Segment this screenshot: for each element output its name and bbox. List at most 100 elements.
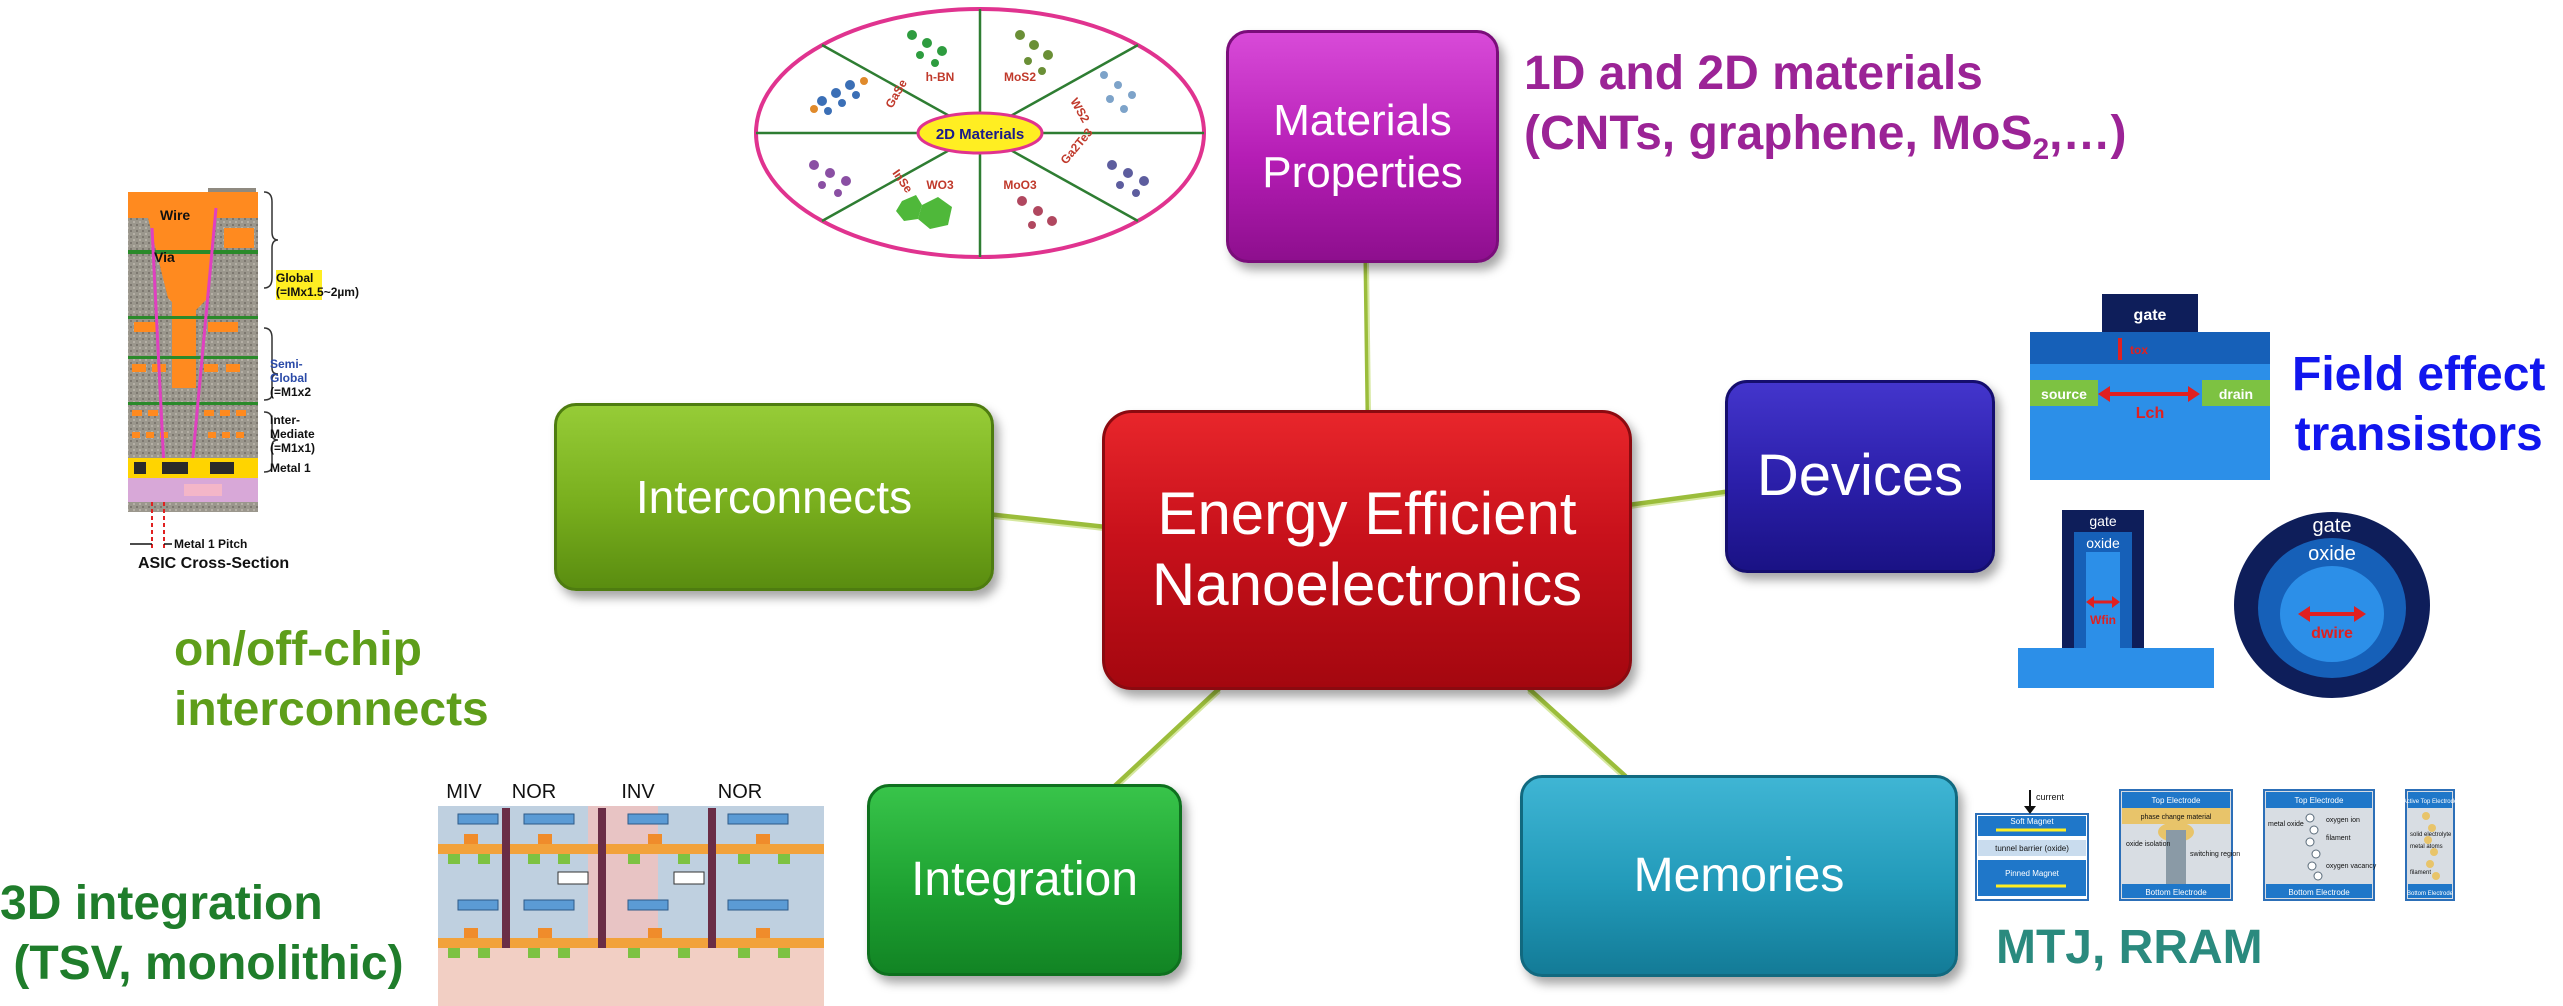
node-devices: Devices bbox=[1725, 380, 1995, 573]
node-interconnects: Interconnects bbox=[554, 403, 994, 591]
mtj-current-label: current bbox=[2036, 792, 2065, 802]
gaa-gate-label: gate bbox=[2313, 515, 2352, 537]
oxram-filament-label: filament bbox=[2326, 835, 2351, 842]
asic-level-global-line2: (=IMx1.5~2µm) bbox=[276, 285, 359, 299]
node-materials-line1: Materials bbox=[1273, 95, 1452, 145]
asic-cross-section-illustration: Wire Via Global (=IMx1.5~2µm) Semi- Glob… bbox=[128, 188, 359, 572]
asic-level-intermediate-line3: (=M1x1) bbox=[270, 441, 315, 455]
asic-level-semiglobal-line3: (=M1x2 bbox=[270, 385, 311, 399]
caption-memories: MTJ, RRAM bbox=[1996, 918, 2263, 978]
wheel-center-label: 2D Materials bbox=[936, 126, 1024, 143]
fet-planar-lch-label: Lch bbox=[2136, 405, 2164, 422]
cbram-bottom-label: Bottom Electrode bbox=[2407, 891, 2454, 897]
node-integration: Integration bbox=[867, 784, 1182, 976]
node-devices-label: Devices bbox=[1756, 443, 1964, 509]
asic-caption: ASIC Cross-Section bbox=[138, 555, 289, 572]
gaa-nanowire-illustration: gate oxide dwire bbox=[2234, 512, 2430, 698]
finfet-wfin-label: Wfin bbox=[2090, 613, 2116, 627]
wheel-segment-hbn: h-BN bbox=[926, 70, 955, 84]
node-materials-line2: Properties bbox=[1262, 147, 1463, 197]
pcm-material-label: phase change material bbox=[2141, 814, 2212, 821]
asic-label-wire: Wire bbox=[160, 207, 190, 223]
3d-integration-illustration: MIV NOR INV NOR bbox=[438, 781, 824, 1006]
connector-devices bbox=[1627, 489, 1729, 508]
mtj-barrier-label: tunnel barrier (oxide) bbox=[1995, 844, 2069, 853]
connector-memories bbox=[1527, 687, 1628, 779]
3d-label-inv: INV bbox=[621, 781, 655, 803]
cbram-atoms-label: metal atoms bbox=[2410, 844, 2443, 850]
node-interconnects-label: Interconnects bbox=[635, 470, 913, 523]
caption-materials-line2: (CNTs, graphene, MoS2,…) bbox=[1524, 107, 2127, 166]
pcm-region-label: switching region bbox=[2190, 851, 2240, 858]
caption-fet-line1: Field effect bbox=[2292, 348, 2546, 401]
planar-fet-illustration: gate source drain tox Lch bbox=[2030, 294, 2270, 480]
fet-planar-source-label: source bbox=[2041, 386, 2087, 402]
center-node-line2: Nanoelectronics bbox=[1151, 551, 1583, 618]
fet-planar-tox-label: tox bbox=[2130, 343, 2148, 357]
mtj-free-label: Soft Magnet bbox=[2010, 817, 2054, 826]
node-materials-properties: Materials Properties bbox=[1226, 30, 1499, 263]
mtj-pinned-label: Pinned Magnet bbox=[2005, 869, 2060, 878]
caption-memories-label: MTJ, RRAM bbox=[1996, 921, 2263, 974]
3d-label-nor-right: NOR bbox=[718, 781, 762, 803]
oxram-ion-label: oxygen ion bbox=[2326, 817, 2360, 824]
cbram-filament-label: filament bbox=[2410, 870, 2431, 876]
caption-interconnects-line2: interconnects bbox=[174, 683, 489, 736]
mtj-cell: current Soft Magnet tunnel barrier (oxid… bbox=[1975, 790, 2089, 901]
3d-label-nor-left: NOR bbox=[512, 781, 556, 803]
wheel-segment-mos2: MoS2 bbox=[1004, 70, 1036, 84]
cbram-cell: Active Top Electrode solid electrolyte m… bbox=[2403, 789, 2458, 901]
caption-interconnects-line1: on/off-chip bbox=[174, 623, 422, 676]
node-integration-label: Integration bbox=[911, 852, 1138, 906]
oxram-vacancy-label: oxygen vacancy bbox=[2326, 863, 2377, 870]
asic-label-pitch: Metal 1 Pitch bbox=[174, 537, 247, 551]
finfet-illustration: gate oxide Wfin bbox=[2018, 510, 2214, 688]
asic-level-semiglobal-line1: Semi- bbox=[270, 357, 303, 371]
asic-level-intermediate-line2: Mediate bbox=[270, 427, 315, 441]
fet-planar-gate-label: gate bbox=[2134, 307, 2167, 324]
caption-3d-integration: 3D integration (TSV, monolithic) bbox=[0, 874, 404, 994]
gaa-dwire-label: dwire bbox=[2311, 625, 2353, 642]
caption-materials-line1: 1D and 2D materials bbox=[1524, 47, 1983, 100]
asic-level-intermediate-line1: Inter- bbox=[270, 413, 300, 427]
wheel-segment-moo3: MoO3 bbox=[1003, 178, 1037, 192]
3d-label-miv: MIV bbox=[446, 781, 482, 803]
caption-fet-line2: transistors bbox=[2294, 408, 2543, 461]
oxram-cell: Top Electrode metal oxide oxygen ion fil… bbox=[2263, 789, 2377, 901]
oxram-top-label: Top Electrode bbox=[2295, 796, 2344, 805]
center-node-energy-efficient-nanoelectronics: Energy Efficient Nanoelectronics bbox=[1102, 410, 1632, 690]
oxram-oxide-label: metal oxide bbox=[2268, 821, 2304, 828]
pcm-bottom-label: Bottom Electrode bbox=[2145, 888, 2207, 897]
pcm-top-label: Top Electrode bbox=[2152, 796, 2201, 805]
asic-level-semiglobal-line2: Global bbox=[270, 371, 307, 385]
connector-integration bbox=[1112, 687, 1221, 789]
asic-level-global-line1: Global bbox=[276, 271, 313, 285]
crystal-structure-thumbnails bbox=[809, 30, 1149, 229]
cbram-electrolyte-label: solid electrolyte bbox=[2410, 832, 2452, 838]
caption-interconnects: on/off-chip interconnects bbox=[174, 620, 489, 740]
pcm-isolation-label: oxide isolation bbox=[2126, 841, 2170, 848]
pcm-cell: Top Electrode phase change material oxid… bbox=[2119, 789, 2240, 901]
center-node-line1: Energy Efficient bbox=[1157, 480, 1577, 548]
wheel-segment-wo3: WO3 bbox=[926, 178, 954, 192]
connector-materials bbox=[1363, 259, 1371, 415]
cbram-top-label: Active Top Electrode bbox=[2403, 799, 2458, 805]
fet-planar-drain-label: drain bbox=[2219, 386, 2253, 402]
asic-label-via: Via bbox=[154, 249, 175, 265]
caption-3d-line2: (TSV, monolithic) bbox=[0, 937, 404, 990]
node-memories: Memories bbox=[1520, 775, 1958, 977]
caption-3d-line1: 3D integration bbox=[0, 877, 323, 930]
finfet-oxide-label: oxide bbox=[2086, 535, 2120, 551]
caption-fet: Field effect transistors bbox=[2292, 345, 2545, 465]
materials-wheel-illustration: 2D Materials GaSe h-BN MoS2 WS2 Ga2Te3 M… bbox=[754, 7, 1206, 259]
oxram-bottom-label: Bottom Electrode bbox=[2288, 888, 2350, 897]
gaa-oxide-label: oxide bbox=[2308, 543, 2356, 565]
caption-materials: 1D and 2D materials (CNTs, graphene, MoS… bbox=[1524, 44, 2127, 169]
node-memories-label: Memories bbox=[1633, 848, 1845, 902]
connector-interconnects bbox=[991, 512, 1107, 530]
asic-level-metal1: Metal 1 bbox=[270, 461, 311, 475]
memory-cells-illustration: current Soft Magnet tunnel barrier (oxid… bbox=[1975, 789, 2458, 901]
finfet-gate-label: gate bbox=[2089, 513, 2116, 529]
